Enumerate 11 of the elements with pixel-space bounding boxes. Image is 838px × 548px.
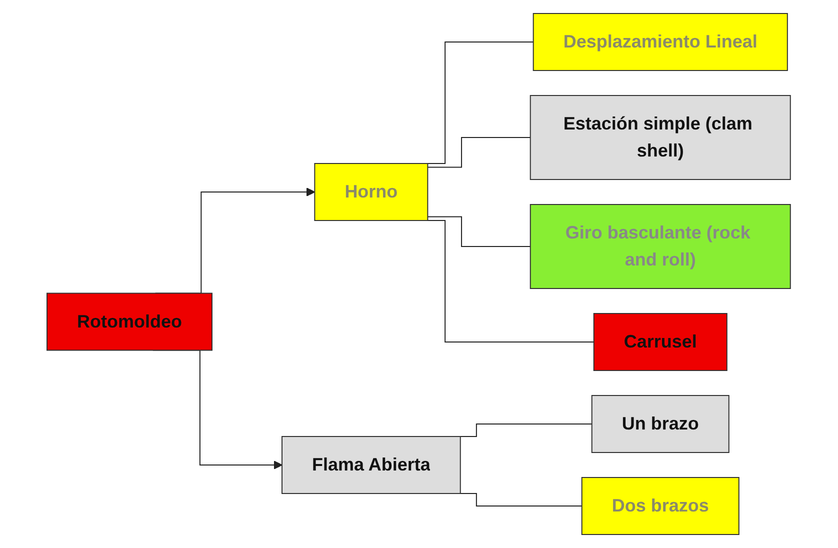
connector: [428, 137, 532, 168]
node-box: Desplazamiento Lineal: [533, 13, 788, 71]
node-box: Dos brazos: [582, 477, 740, 535]
node-box: Un brazo: [592, 395, 730, 453]
node-box: Giro basculante (rock and roll): [530, 204, 792, 289]
node-box: Horno: [314, 163, 428, 221]
node-box: Estación simple (clam shell): [530, 95, 792, 180]
node-box: Carrusel: [594, 313, 728, 371]
connector: [428, 216, 532, 247]
node-box: Rotomoldeo: [46, 292, 213, 351]
node-box: Flama Abierta: [282, 436, 462, 494]
